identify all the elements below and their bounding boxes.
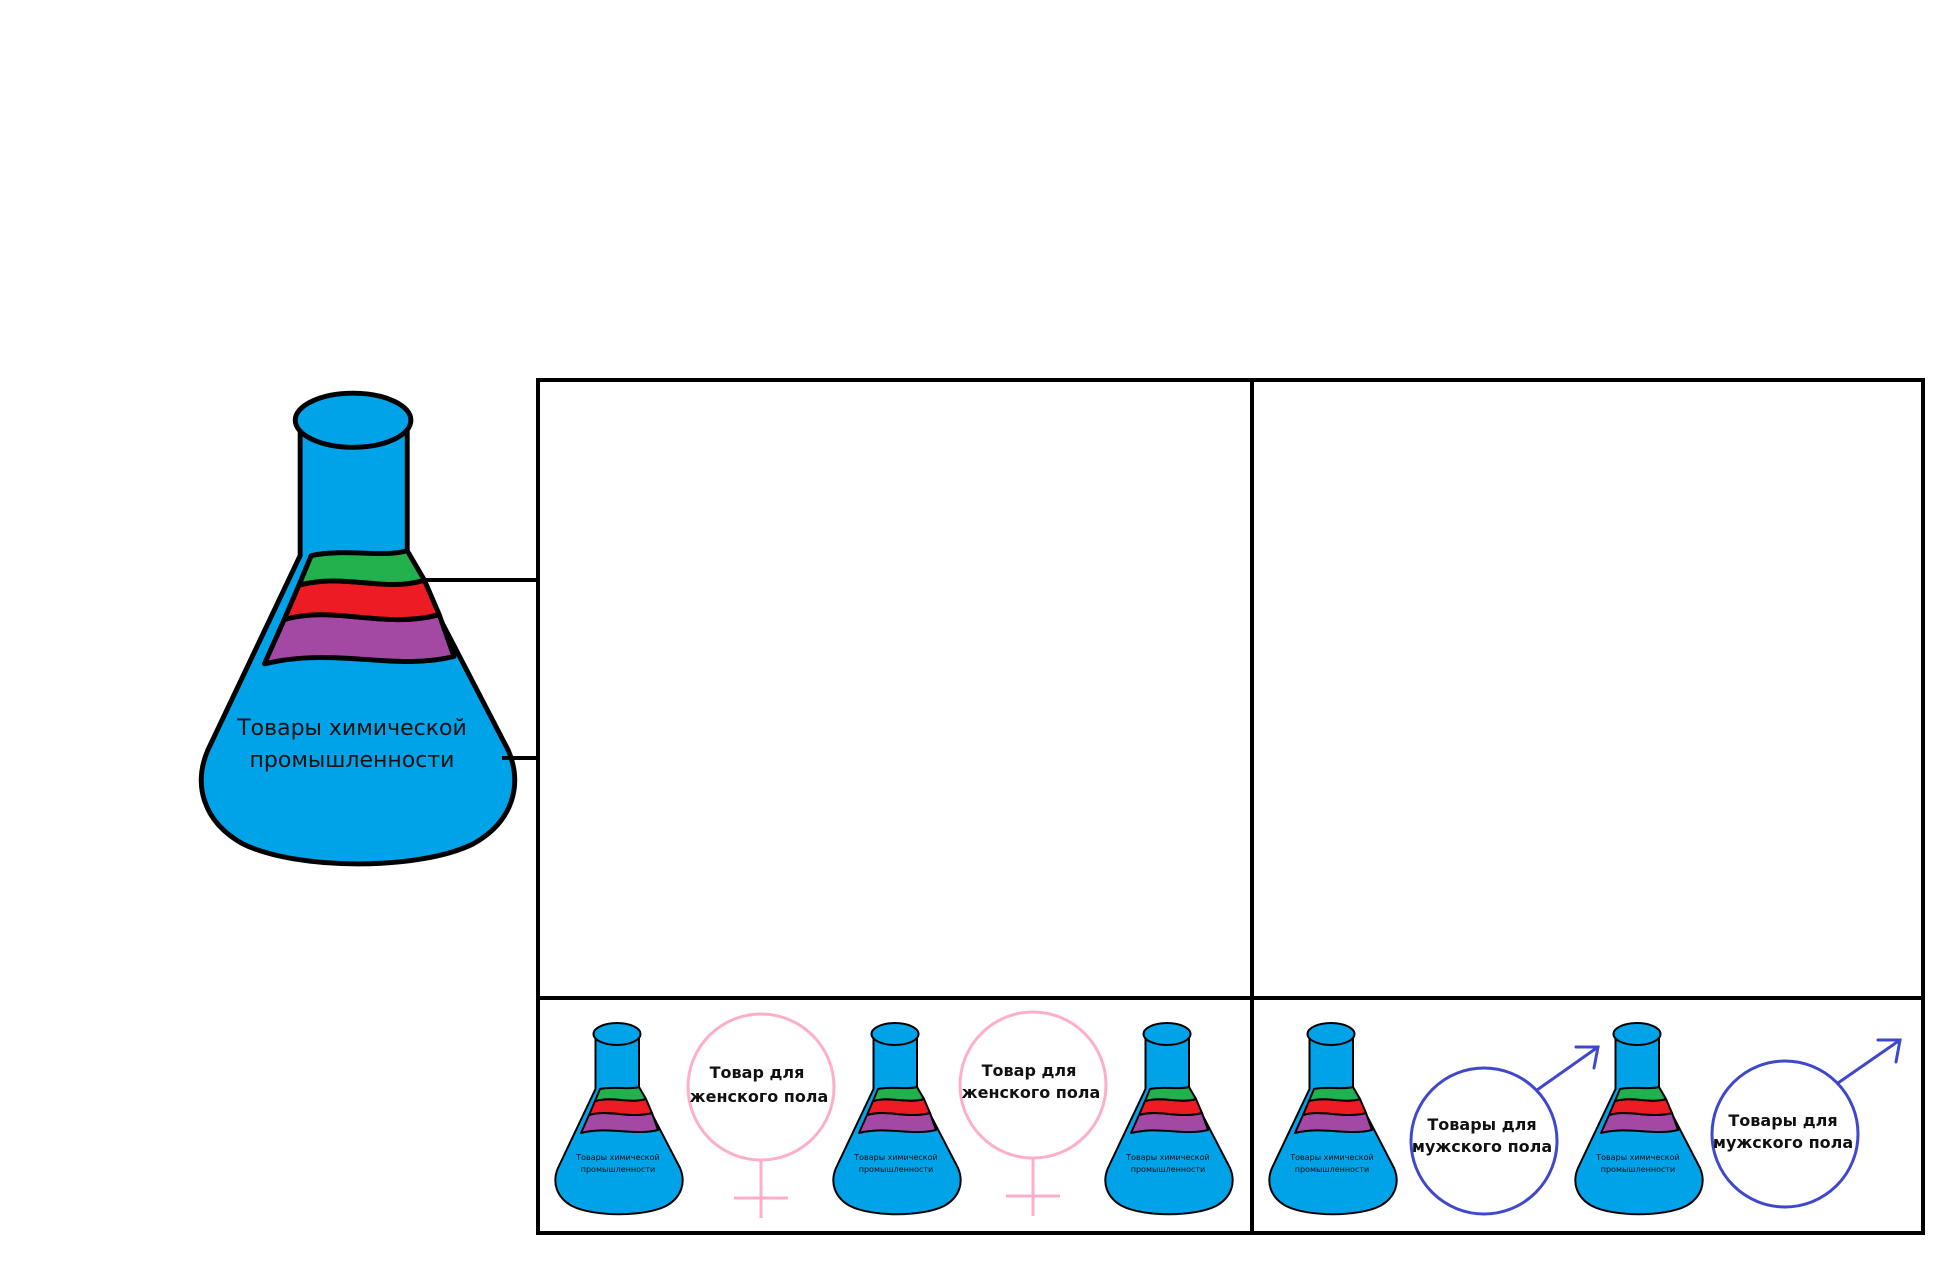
- cell-top-left: [542, 384, 1248, 994]
- erlenmeyer-flask-icon: [1104, 1022, 1234, 1216]
- male-symbol-label-line2: мужского пола: [1412, 1137, 1552, 1156]
- erlenmeyer-flask-icon: [201, 393, 514, 864]
- small-flask-label-line1: Товары химической: [853, 1153, 937, 1162]
- male-symbol-icon: [1710, 1038, 1902, 1209]
- small-flask-label-line1: Товары химической: [1289, 1153, 1373, 1162]
- female-symbol-label-line1: Товар для: [982, 1061, 1077, 1080]
- grid-outer-border: [536, 378, 1925, 1235]
- female-symbol-label-line1: Товар для: [710, 1063, 805, 1082]
- female-symbol-icon: [686, 1012, 836, 1218]
- male-symbol-label-line2: мужского пола: [1713, 1133, 1853, 1152]
- small-flask-label-line2: промышленности: [1295, 1165, 1370, 1174]
- small-flask-label-line1: Товары химической: [1595, 1153, 1679, 1162]
- small-flask-label-line1: Товары химической: [1125, 1153, 1209, 1162]
- erlenmeyer-flask-icon: [554, 1022, 684, 1216]
- erlenmeyer-flask-icon: [1574, 1022, 1704, 1216]
- cell-bottom-right: Товары химической промышленности Товары …: [1268, 1022, 1902, 1216]
- male-symbol: Товары для мужского пола: [1710, 1038, 1902, 1209]
- male-symbol: Товары для мужского пола: [1409, 1045, 1600, 1216]
- small-flask-label-line2: промышленности: [1601, 1165, 1676, 1174]
- female-symbol: Товар для женского пола: [686, 1012, 836, 1218]
- erlenmeyer-flask-icon: [1268, 1022, 1398, 1216]
- small-flask: Товары химической промышленности: [1574, 1022, 1704, 1216]
- small-flask: Товары химической промышленности: [554, 1022, 684, 1216]
- male-symbol-icon: [1409, 1045, 1600, 1216]
- female-symbol-icon: [958, 1010, 1108, 1216]
- female-symbol-label-line2: женского пола: [962, 1083, 1101, 1102]
- main-flask-label-line1: Товары химической: [236, 716, 467, 741]
- small-flask: Товары химической промышленности: [832, 1022, 962, 1216]
- male-symbol-label-line1: Товары для: [1728, 1111, 1837, 1130]
- cell-bottom-left: Товары химической промышленности Товар д…: [554, 1010, 1234, 1218]
- erlenmeyer-flask-icon: [832, 1022, 962, 1216]
- small-flask-label-line2: промышленности: [581, 1165, 656, 1174]
- male-symbol-label-line1: Товары для: [1427, 1115, 1536, 1134]
- cell-top-right: [1256, 384, 1919, 994]
- female-symbol-label-line2: женского пола: [690, 1087, 829, 1106]
- small-flask: Товары химической промышленности: [1104, 1022, 1234, 1216]
- small-flask-label-line1: Товары химической: [575, 1153, 659, 1162]
- female-symbol: Товар для женского пола: [958, 1010, 1108, 1216]
- main-flask: Товары химической промышленности: [201, 393, 514, 864]
- small-flask-label-line2: промышленности: [1131, 1165, 1206, 1174]
- grid-frame: [536, 378, 1925, 1235]
- small-flask-label-line2: промышленности: [859, 1165, 934, 1174]
- small-flask: Товары химической промышленности: [1268, 1022, 1398, 1216]
- main-flask-label-line2: промышленности: [250, 748, 455, 773]
